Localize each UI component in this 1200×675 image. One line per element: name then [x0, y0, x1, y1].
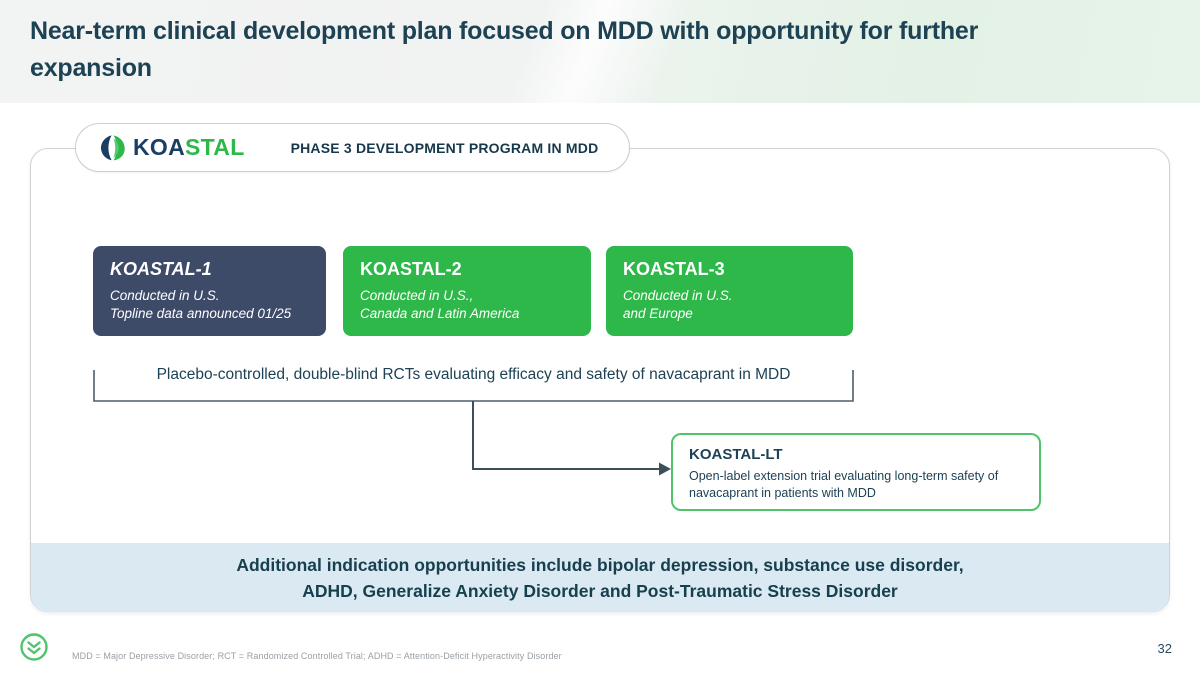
brand-stal: STAL — [185, 134, 245, 160]
trial-detail-line: Conducted in U.S., — [360, 288, 474, 303]
trial-detail-line: Topline data announced 01/25 — [110, 306, 292, 321]
additional-indications-banner: Additional indication opportunities incl… — [31, 543, 1169, 612]
trial-detail-line: and Europe — [623, 306, 693, 321]
trial-name: KOASTAL-1 — [110, 259, 212, 279]
header-band — [0, 0, 1200, 103]
additional-indications-text: Additional indication opportunities incl… — [236, 554, 964, 601]
development-program-panel: KOASTAL-1 Conducted in U.S. Topline data… — [30, 148, 1170, 612]
footnote: MDD = Major Depressive Disorder; RCT = R… — [72, 651, 562, 661]
trial-card-koastal-2: KOASTAL-2 Conducted in U.S., Canada and … — [343, 246, 591, 336]
program-header-pill: KOASTAL PHASE 3 DEVELOPMENT PROGRAM IN M… — [75, 123, 630, 172]
trial-name: KOASTAL-3 — [623, 259, 725, 279]
koastal-brand: KOASTAL — [98, 133, 245, 163]
koastal-logo-icon — [101, 134, 125, 160]
trial-description: Open-label extension trial evaluating lo… — [689, 469, 999, 500]
brand-koa: KOA — [133, 134, 186, 160]
trial-detail-line: Conducted in U.S. — [110, 288, 220, 303]
trial-card-koastal-1: KOASTAL-1 Conducted in U.S. Topline data… — [93, 246, 326, 336]
trial-name: KOASTAL-LT — [689, 446, 783, 463]
trial-detail-line: Canada and Latin America — [360, 306, 520, 321]
trial-card-koastal-3: KOASTAL-3 Conducted in U.S. and Europe — [606, 246, 853, 336]
neumora-logo-icon — [20, 633, 48, 661]
program-label: PHASE 3 DEVELOPMENT PROGRAM IN MDD — [290, 139, 599, 156]
slide-title: Near-term clinical development plan focu… — [30, 17, 979, 82]
koastal-wordmark: KOASTAL — [133, 134, 245, 161]
trial-detail-line: Conducted in U.S. — [623, 288, 733, 303]
page-number: 32 — [1157, 641, 1172, 656]
trial-name: KOASTAL-2 — [360, 259, 462, 279]
trial-card-koastal-lt: KOASTAL-LT Open-label extension trial ev… — [671, 433, 1041, 511]
bracket-note: Placebo-controlled, double-blind RCTs ev… — [156, 366, 791, 383]
